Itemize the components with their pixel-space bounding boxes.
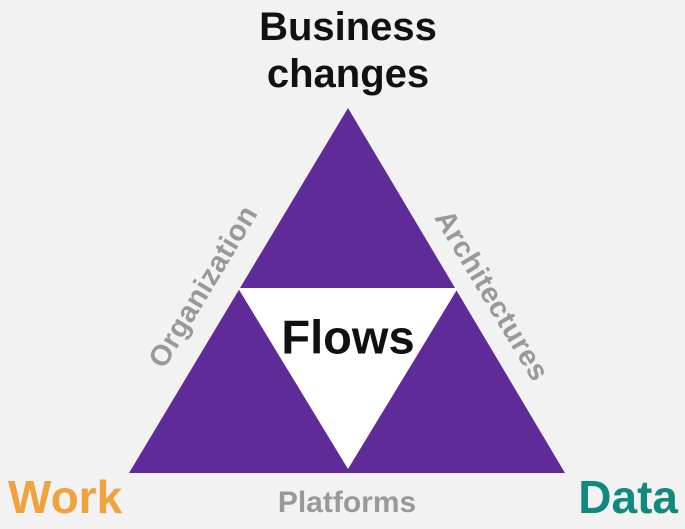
flows-label: Flows: [281, 310, 415, 364]
platforms-edge-label: Platforms: [277, 486, 417, 519]
inner-triangle: [238, 288, 458, 469]
diagram-title: Business changes: [259, 5, 437, 96]
work-corner-label: Work: [8, 471, 123, 523]
data-corner-label: Data: [578, 471, 678, 523]
